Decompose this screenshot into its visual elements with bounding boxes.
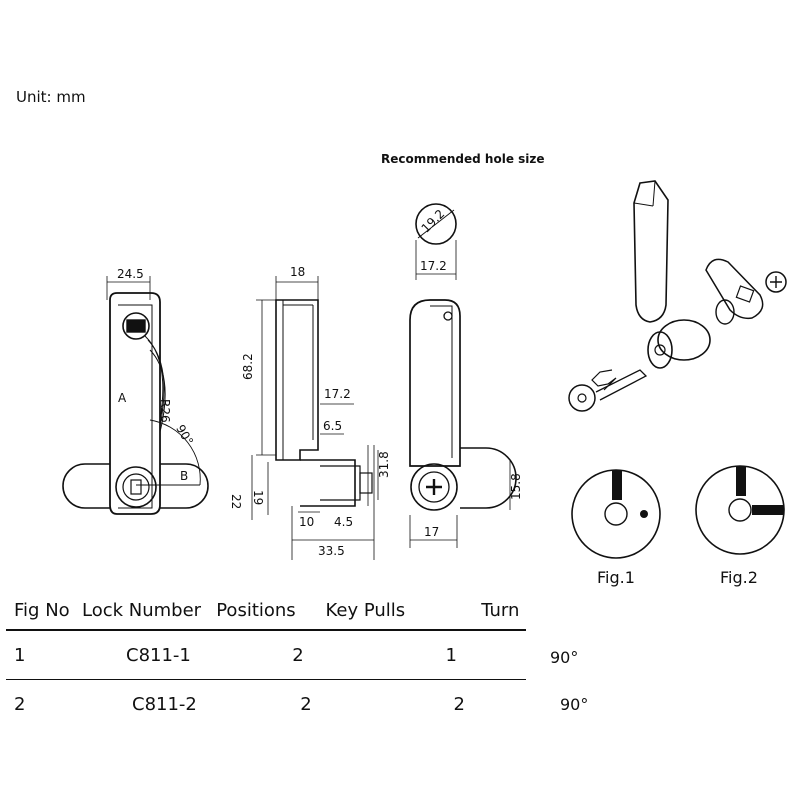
dim-cam-width: 17 [424,525,439,539]
back-view: 15.8 17 [409,299,523,548]
cell-lock: C811-1 [126,644,191,666]
dim-radius: R26 [158,399,172,423]
cell-positions: 2 [300,693,312,715]
hole-size-title: Recommended hole size [381,152,545,166]
dim-plate-height: 31.8 [377,451,391,478]
dim-length-10: 10 [299,515,314,529]
exploded-view [568,180,787,412]
fig2-diagram: Fig.2 [695,465,785,587]
dim-height: 68.2 [241,353,255,380]
cell-fig: 2 [14,693,26,715]
technical-drawing: 24.5 A B R26 90° 18 68.2 17.2 [62,180,787,587]
header-positions: Positions [216,600,296,621]
table-row: 1 C811-1 2 1 [6,630,526,680]
fig1-label: Fig.1 [597,568,635,587]
side-view: 18 68.2 17.2 6.5 31.8 22 19 10 4.5 33.5 [229,265,391,560]
header-key-pulls: Key Pulls [325,600,406,621]
header-fig-no: Fig No [14,600,70,621]
label-b: B [180,469,188,483]
dim-left-height1: 22 [229,494,243,509]
front-view: 24.5 A B R26 90° [62,267,209,515]
dim-hole-diameter: 19.2 [419,207,448,236]
header-turn: Turn [481,600,520,621]
dim-total-length: 33.5 [318,544,345,558]
dim-bottom-width: 17.2 [324,387,351,401]
dim-length-4-5: 4.5 [334,515,353,529]
turn-value-2: 90° [560,695,589,714]
table-row: 2 C811-2 2 2 [6,680,526,729]
turn-value-1: 90° [550,648,579,667]
spec-table: Fig No Lock Number Positions Key Pulls T… [6,596,526,728]
dim-angle: 90° [173,422,196,447]
fig1-diagram: Fig.1 [571,469,661,587]
dim-hole-flat: 17.2 [420,259,447,273]
hole-size-detail: 19.2 17.2 [415,203,457,280]
fig2-label: Fig.2 [720,568,758,587]
label-a: A [118,391,127,405]
cell-lock: C811-2 [132,693,197,715]
cell-pulls: 2 [453,693,465,715]
dim-side-width: 18 [290,265,305,279]
dim-left-height2: 19 [251,490,265,505]
dim-thread: 6.5 [323,419,342,433]
dim-front-width: 24.5 [117,267,144,281]
unit-label: Unit: mm [16,88,86,106]
header-lock-number: Lock Number [82,600,202,621]
dim-cam-height: 15.8 [509,473,523,500]
cell-positions: 2 [292,644,304,666]
cell-pulls: 1 [445,644,457,666]
cell-fig: 1 [14,644,26,666]
